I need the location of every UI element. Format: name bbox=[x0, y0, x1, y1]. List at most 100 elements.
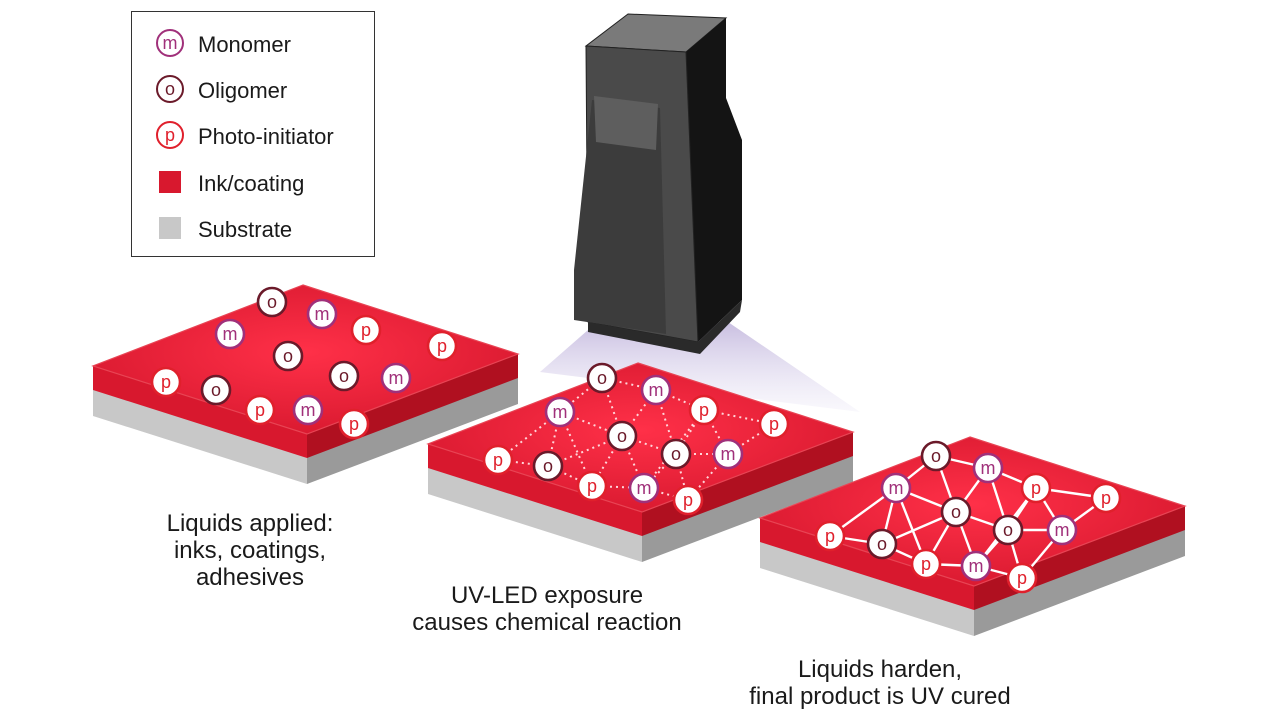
oligomer-molecule: o bbox=[328, 360, 360, 392]
photoinitiator-molecule: p bbox=[688, 394, 720, 426]
uv-light-beam bbox=[540, 322, 860, 412]
monomer-molecule: m bbox=[1046, 514, 1078, 546]
legend-label-monomer: Monomer bbox=[198, 32, 291, 57]
legend-label-ink: Ink/coating bbox=[198, 171, 305, 196]
ink-swatch-icon bbox=[154, 166, 190, 202]
svg-text:o: o bbox=[283, 346, 293, 366]
svg-text:p: p bbox=[437, 336, 447, 356]
svg-text:m: m bbox=[637, 478, 652, 498]
legend-item-monomer: m Monomer bbox=[154, 27, 291, 63]
svg-text:m: m bbox=[389, 368, 404, 388]
svg-text:o: o bbox=[877, 534, 887, 554]
svg-text:o: o bbox=[931, 446, 941, 466]
monomer-molecule: m bbox=[544, 396, 576, 428]
svg-text:p: p bbox=[255, 400, 265, 420]
svg-text:p: p bbox=[825, 526, 835, 546]
oligomer-molecule: o bbox=[532, 450, 564, 482]
photoinitiator-molecule: p bbox=[814, 520, 846, 552]
svg-text:p: p bbox=[587, 476, 597, 496]
svg-text:p: p bbox=[493, 450, 503, 470]
svg-text:m: m bbox=[889, 478, 904, 498]
monomer-molecule: m bbox=[712, 438, 744, 470]
svg-text:o: o bbox=[671, 444, 681, 464]
oligomer-icon: o bbox=[154, 73, 190, 109]
svg-text:p: p bbox=[361, 320, 371, 340]
svg-text:p: p bbox=[161, 372, 171, 392]
photoinitiator-molecule: p bbox=[758, 408, 790, 440]
monomer-molecule: m bbox=[640, 374, 672, 406]
photoinitiator-molecule: p bbox=[426, 330, 458, 362]
uv-led-lamp-icon bbox=[574, 13, 742, 354]
monomer-molecule: m bbox=[306, 298, 338, 330]
oligomer-molecule: o bbox=[866, 528, 898, 560]
photoinitiator-molecule: p bbox=[1020, 472, 1052, 504]
oligomer-molecule: o bbox=[606, 420, 638, 452]
caption-applied: Liquids applied: inks, coatings, adhesiv… bbox=[166, 510, 334, 591]
photoinitiator-molecule: p bbox=[1090, 482, 1122, 514]
caption-cured: Liquids harden, final product is UV cure… bbox=[749, 656, 1011, 710]
svg-text:p: p bbox=[699, 400, 709, 420]
photoinitiator-molecule: p bbox=[910, 548, 942, 580]
legend-label-photoinitiator: Photo-initiator bbox=[198, 124, 334, 149]
svg-text:p: p bbox=[1031, 478, 1041, 498]
photoinitiator-molecule: p bbox=[482, 444, 514, 476]
svg-text:m: m bbox=[721, 444, 736, 464]
svg-text:p: p bbox=[1017, 568, 1027, 588]
svg-text:p: p bbox=[921, 554, 931, 574]
legend-label-substrate: Substrate bbox=[198, 217, 293, 242]
monomer-icon: m bbox=[154, 27, 190, 63]
photoinitiator-molecule: p bbox=[150, 366, 182, 398]
oligomer-molecule: o bbox=[940, 496, 972, 528]
svg-text:o: o bbox=[339, 366, 349, 386]
legend-item-oligomer: o Oligomer bbox=[154, 73, 287, 109]
svg-text:m: m bbox=[223, 324, 238, 344]
photoinitiator-molecule: p bbox=[338, 408, 370, 440]
svg-text:p: p bbox=[769, 414, 779, 434]
svg-text:o: o bbox=[267, 292, 277, 312]
monomer-molecule: m bbox=[292, 394, 324, 426]
oligomer-molecule: o bbox=[200, 374, 232, 406]
photoinitiator-molecule: p bbox=[350, 314, 382, 346]
svg-text:m: m bbox=[553, 402, 568, 422]
monomer-molecule: m bbox=[628, 472, 660, 504]
oligomer-molecule: o bbox=[272, 340, 304, 372]
svg-text:p: p bbox=[683, 490, 693, 510]
oligomer-molecule: o bbox=[920, 440, 952, 472]
svg-text:p: p bbox=[349, 414, 359, 434]
photoinitiator-molecule: p bbox=[672, 484, 704, 516]
oligomer-molecule: o bbox=[256, 286, 288, 318]
oligomer-molecule: o bbox=[992, 514, 1024, 546]
photoinitiator-icon: p bbox=[154, 119, 190, 155]
monomer-molecule: m bbox=[214, 318, 246, 350]
legend-item-ink: Ink/coating bbox=[154, 166, 304, 202]
svg-text:o: o bbox=[617, 426, 627, 446]
monomer-molecule: m bbox=[960, 550, 992, 582]
photoinitiator-symbol: p bbox=[156, 121, 184, 149]
svg-text:o: o bbox=[951, 502, 961, 522]
legend-item-substrate: Substrate bbox=[154, 212, 292, 248]
svg-text:m: m bbox=[301, 400, 316, 420]
monomer-molecule: m bbox=[972, 452, 1004, 484]
svg-text:o: o bbox=[211, 380, 221, 400]
caption-exposure: UV-LED exposure causes chemical reaction bbox=[412, 582, 682, 636]
svg-text:p: p bbox=[1101, 488, 1111, 508]
svg-text:m: m bbox=[981, 458, 996, 478]
photoinitiator-molecule: p bbox=[244, 394, 276, 426]
legend-item-photoinitiator: p Photo-initiator bbox=[154, 119, 334, 155]
svg-text:o: o bbox=[1003, 520, 1013, 540]
substrate-swatch-icon bbox=[154, 212, 190, 248]
legend-box: m Monomer o Oligomer p Photo-initiator I… bbox=[131, 11, 375, 257]
oligomer-symbol: o bbox=[156, 75, 184, 103]
legend-label-oligomer: Oligomer bbox=[198, 78, 288, 103]
photoinitiator-molecule: p bbox=[576, 470, 608, 502]
monomer-molecule: m bbox=[880, 472, 912, 504]
svg-text:o: o bbox=[543, 456, 553, 476]
monomer-molecule: m bbox=[380, 362, 412, 394]
svg-text:m: m bbox=[969, 556, 984, 576]
monomer-symbol: m bbox=[156, 29, 184, 57]
